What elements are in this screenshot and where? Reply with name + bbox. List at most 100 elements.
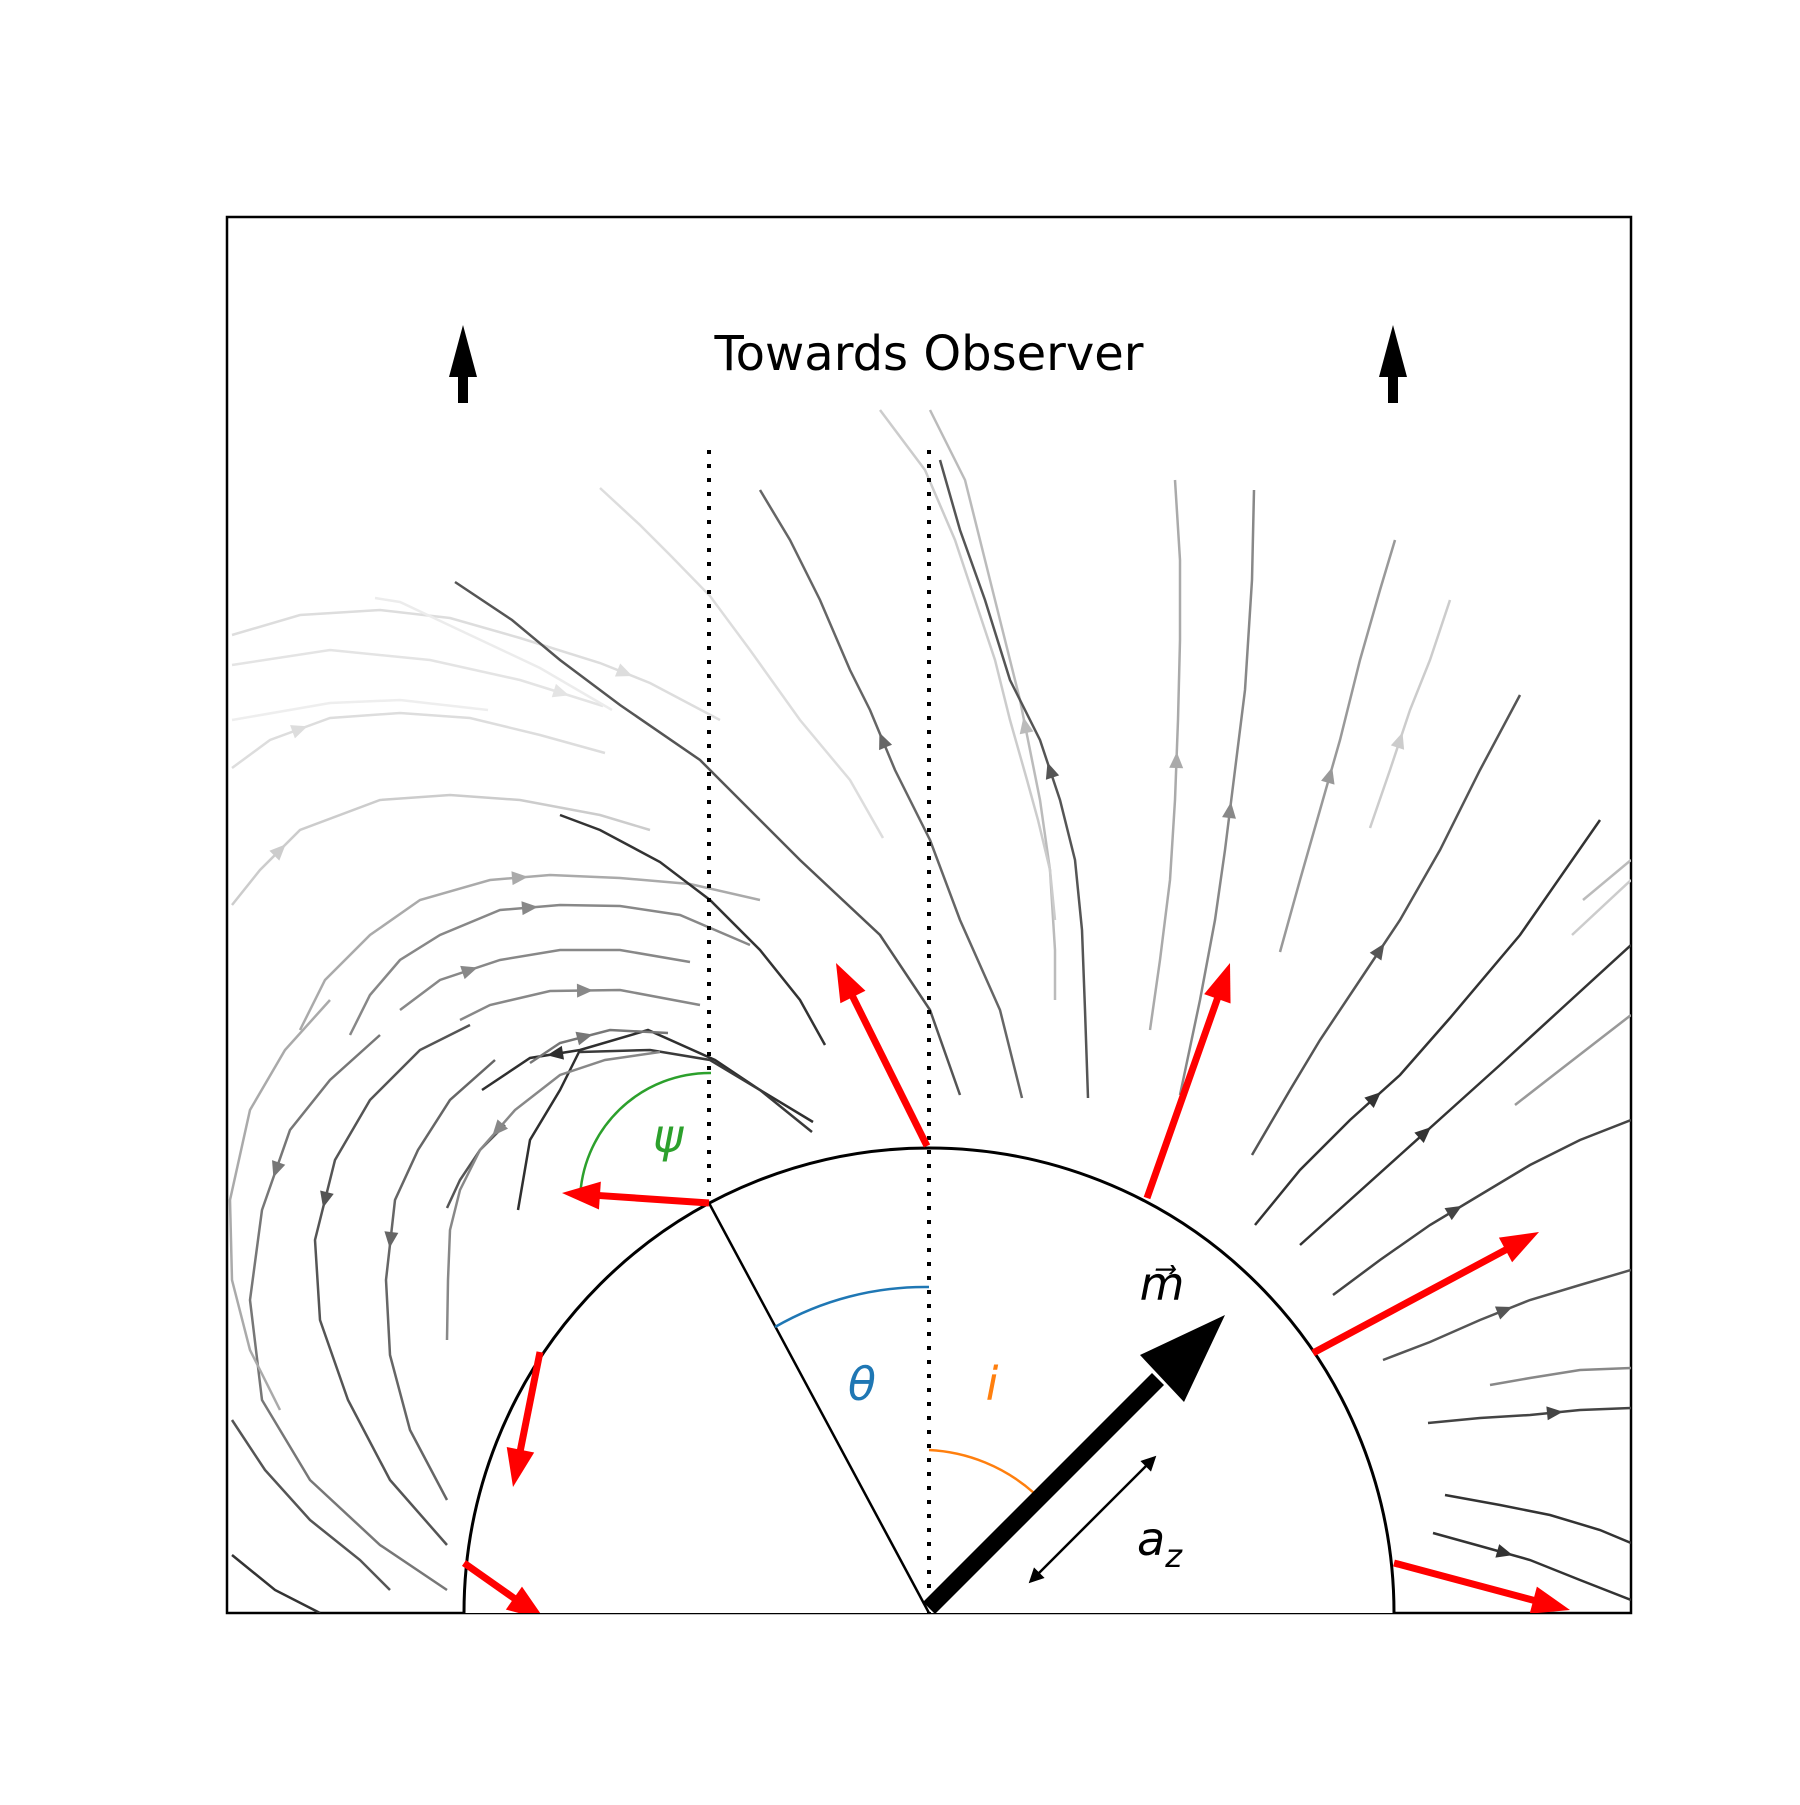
polarization-arrow-head	[1529, 1586, 1570, 1613]
streamline	[399, 948, 691, 1011]
inclination-arc	[928, 1448, 1035, 1494]
inclination-label: i	[986, 1357, 999, 1411]
polarization-arrow-shaft	[1393, 1559, 1539, 1605]
streamline	[1489, 1366, 1631, 1387]
psi-arc	[578, 1071, 712, 1201]
streamline-arrowhead	[879, 732, 893, 751]
streamline	[481, 1028, 814, 1124]
streamline-arrowhead	[1444, 1205, 1462, 1221]
streamline	[1299, 944, 1631, 1246]
streamline-arrowhead	[1321, 767, 1335, 785]
observer-arrow-left	[449, 325, 477, 403]
streamline	[384, 1059, 496, 1501]
magnetic-moment-arrow-head	[1140, 1315, 1225, 1402]
streamline	[459, 988, 701, 1022]
a-z-label: az	[1137, 1512, 1183, 1575]
polarization-arrow-head	[505, 1586, 541, 1613]
streamline	[248, 1034, 448, 1592]
streamline	[374, 596, 613, 712]
streamline	[758, 489, 1024, 1099]
polarization-arrow-head	[1204, 963, 1231, 1004]
polarization-arrow-head	[562, 1181, 601, 1210]
theta-label: θ	[848, 1357, 876, 1411]
polarization-arrow-shaft	[848, 991, 931, 1148]
streamline	[231, 698, 489, 722]
streamline-arrowhead	[269, 844, 286, 861]
polarization-arrow-head	[836, 963, 866, 1004]
a-z-double-arrow	[1028, 1455, 1157, 1584]
streamline-arrowhead	[1546, 1406, 1563, 1421]
streamline	[1571, 879, 1631, 936]
streamline-arrowhead	[290, 725, 308, 739]
streamline	[516, 1049, 582, 1211]
streamline	[230, 1419, 391, 1591]
streamline-arrowhead	[1390, 732, 1405, 750]
streamline-arrowhead	[1169, 752, 1184, 769]
streamline	[228, 999, 331, 1411]
streamline	[231, 1554, 321, 1613]
streamline-arrowhead	[1222, 802, 1236, 819]
streamline	[454, 580, 962, 1096]
polarization-arrow-shaft	[461, 1560, 520, 1604]
streamline	[231, 608, 721, 722]
streamline-arrowhead	[272, 1160, 286, 1178]
streamline-arrowhead	[320, 1190, 334, 1208]
streamline-arrowhead	[492, 1119, 509, 1137]
polarization-arrow-shaft	[1311, 1244, 1511, 1357]
streamline	[1432, 1531, 1631, 1602]
streamline	[529, 1028, 669, 1065]
streamline	[445, 1124, 506, 1209]
psi-label: ψ	[653, 1109, 685, 1163]
streamline	[928, 409, 1057, 1000]
streamline-arrowhead	[575, 1031, 593, 1046]
streamline-arrowhead	[1414, 1127, 1431, 1144]
streamline-arrowhead	[384, 1231, 399, 1248]
polarization-arrow-shaft	[516, 1351, 544, 1455]
streamline-arrowhead	[1045, 762, 1060, 780]
streamline-arrowhead	[547, 1045, 565, 1060]
streamline	[879, 409, 1057, 921]
streamline-arrowhead	[521, 901, 538, 916]
streamline	[1368, 599, 1452, 829]
streamline	[231, 711, 606, 770]
polarization-arrow-shaft	[1143, 993, 1222, 1200]
streamline-arrowhead	[460, 965, 478, 980]
streamline-arrowhead	[614, 663, 633, 677]
streamline	[938, 459, 1090, 1099]
streamline-arrowhead	[1019, 717, 1034, 735]
streamline-arrowhead	[1495, 1544, 1513, 1558]
polarization-arrows	[461, 963, 1570, 1613]
streamline	[579, 1048, 813, 1133]
streamline	[1427, 1406, 1631, 1425]
streamline-arrowhead	[551, 683, 570, 698]
radius-line	[707, 1202, 931, 1614]
polarization-arrow-shaft	[595, 1191, 710, 1207]
streamline-arrowhead	[576, 983, 593, 998]
streamline	[1278, 539, 1397, 953]
field-streamlines	[228, 409, 1631, 1613]
streamline	[1254, 819, 1602, 1226]
streamline-arrowhead	[511, 871, 528, 886]
streamline	[231, 648, 604, 708]
streamline	[445, 1050, 661, 1341]
observer-arrow-right	[1379, 325, 1407, 403]
streamline	[1514, 1014, 1631, 1106]
streamline	[559, 813, 827, 1046]
theta-arc	[774, 1285, 930, 1329]
star-surface	[462, 1146, 1396, 1614]
streamline	[1382, 1268, 1631, 1362]
polarization-arrow-head	[506, 1446, 535, 1487]
streamline	[231, 793, 651, 906]
streamline-arrowhead	[1364, 1092, 1381, 1109]
streamline	[1332, 1118, 1631, 1297]
streamline	[1582, 859, 1631, 901]
streamline-arrowhead	[1494, 1306, 1513, 1320]
streamline-arrowhead	[1369, 943, 1385, 961]
magnetic-moment-label: m⃗	[1140, 1257, 1185, 1311]
streamline	[313, 1023, 471, 1546]
streamline	[1444, 1493, 1631, 1545]
streamline	[599, 487, 885, 839]
towards-observer-label: Towards Observer	[713, 326, 1143, 382]
